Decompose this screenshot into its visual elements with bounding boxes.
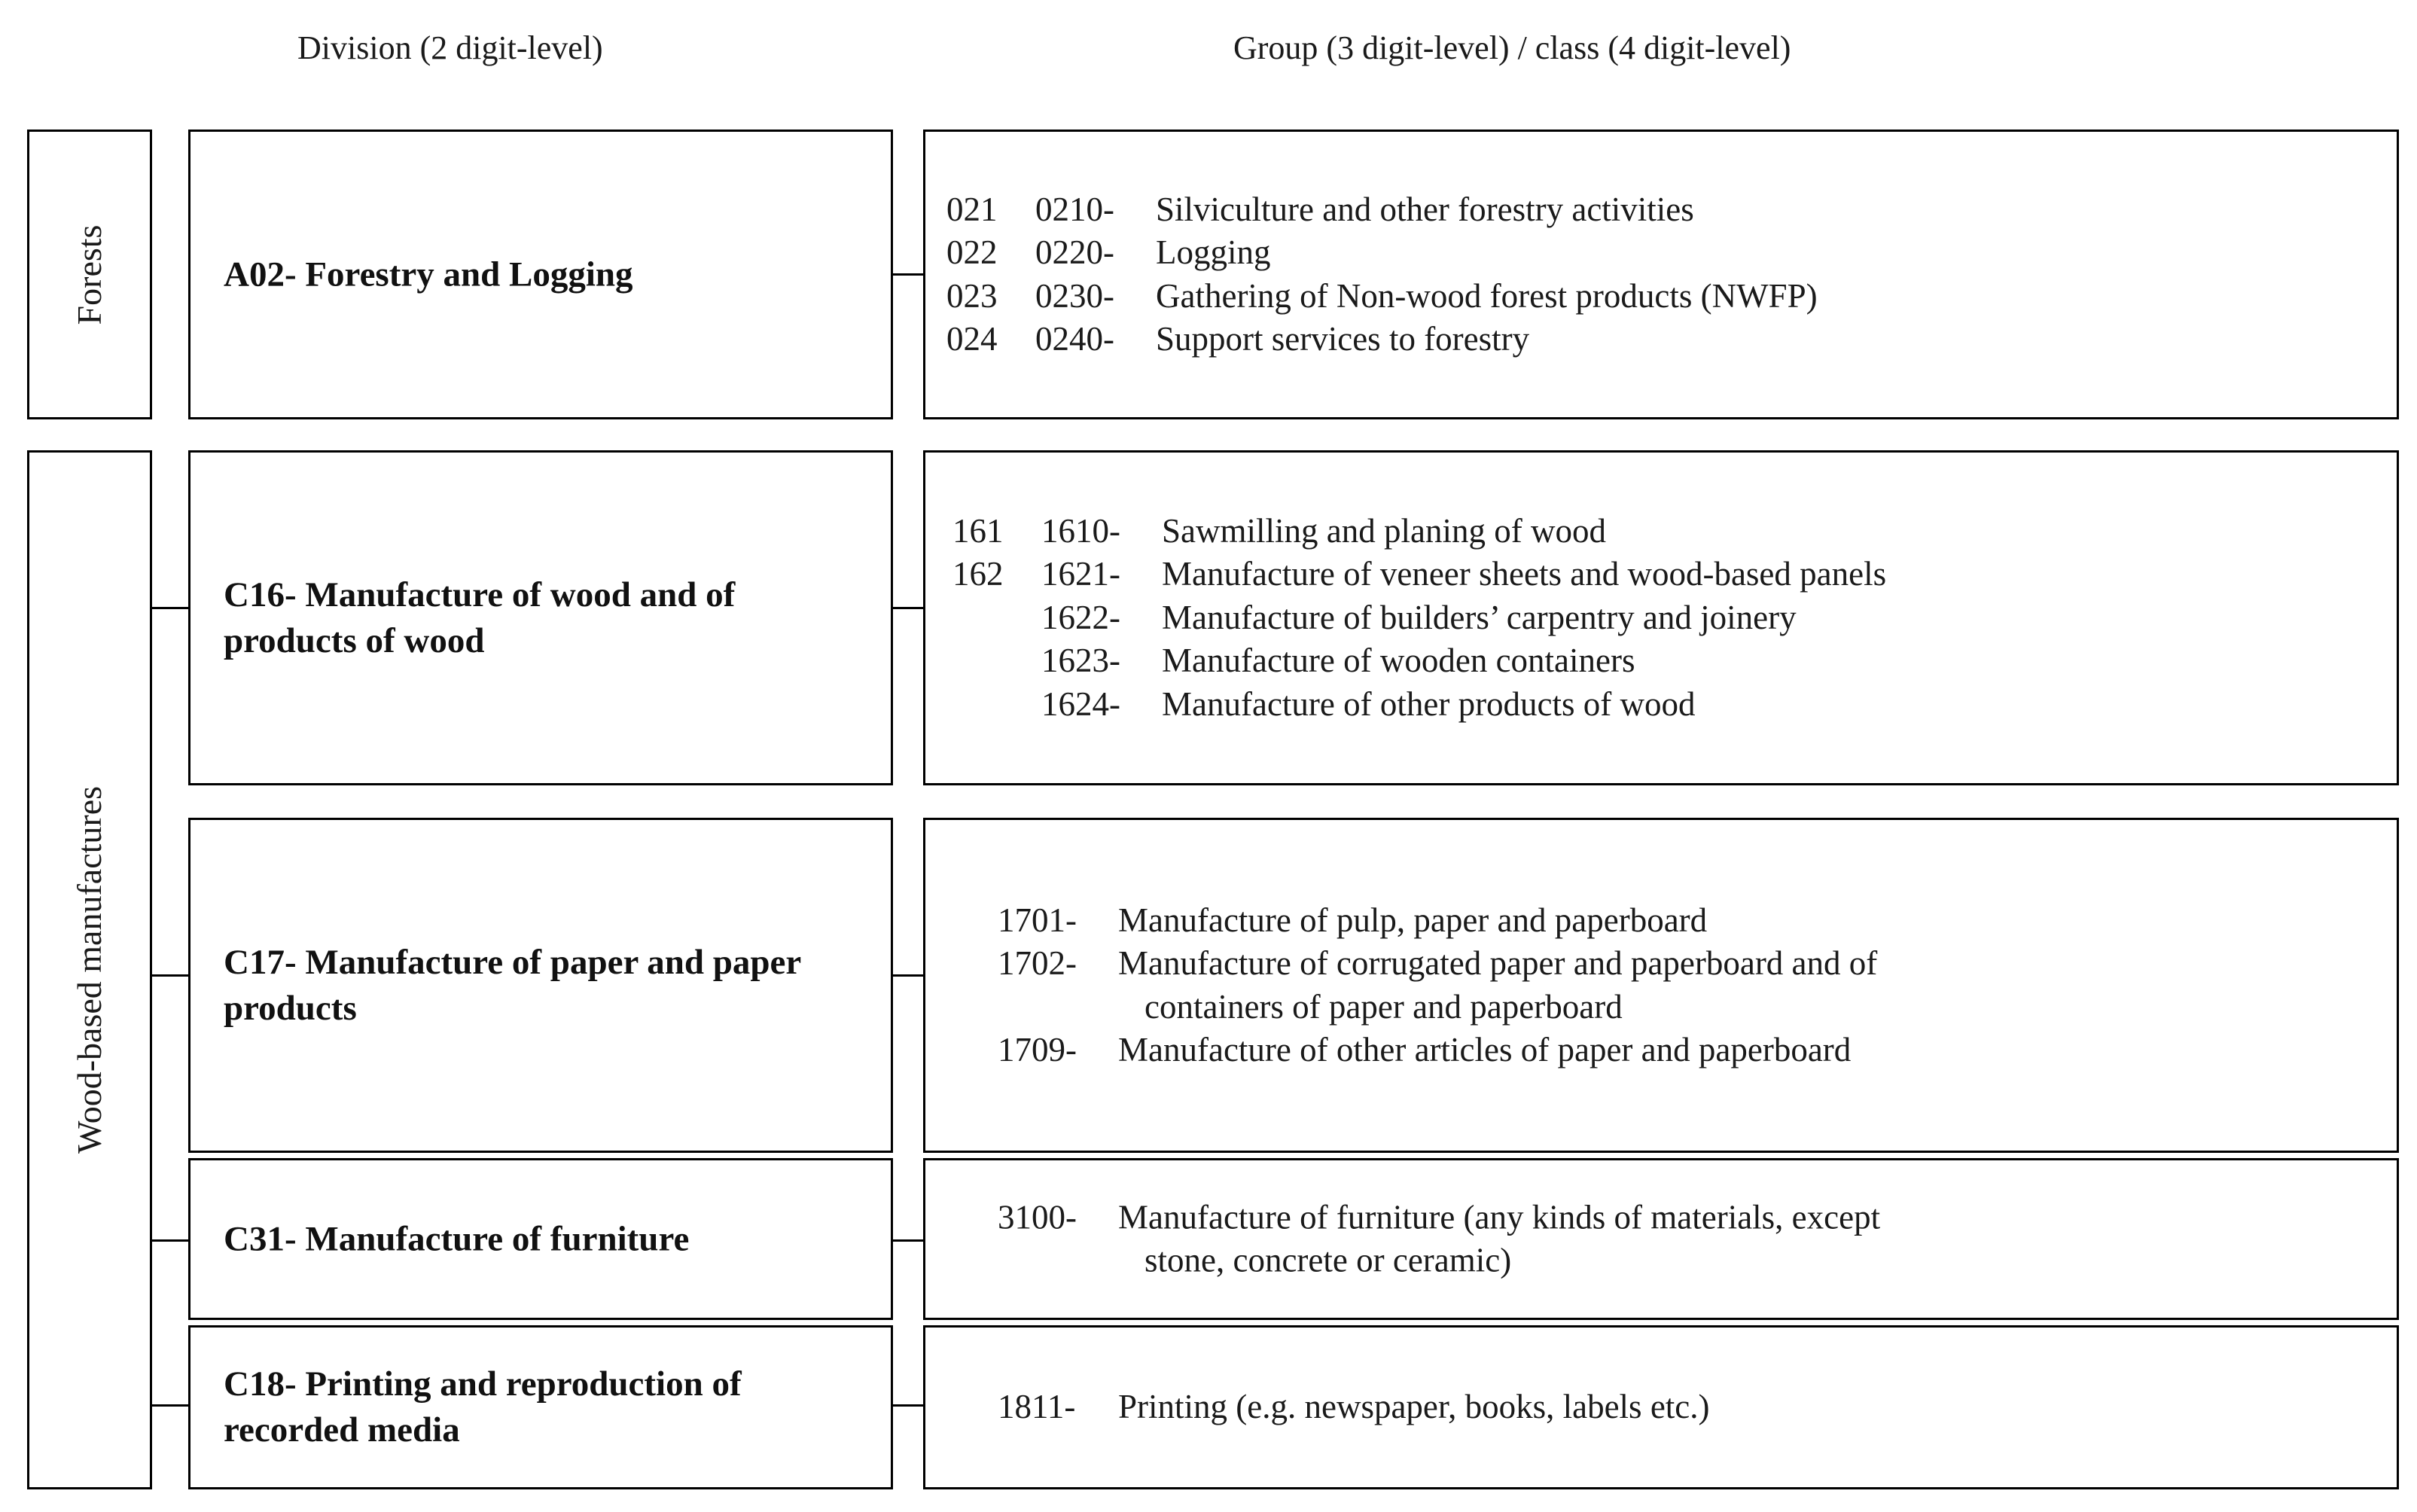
class-description: Manufacture of corrugated paper and pape… bbox=[1118, 943, 1878, 982]
class-code: 0220- bbox=[1035, 233, 1114, 271]
group-code: 021 bbox=[946, 190, 998, 228]
group-entry: 3100- Manufacture of furniture (any kind… bbox=[998, 1196, 2397, 1239]
group-box-c31[interactable]: 3100- Manufacture of furniture (any kind… bbox=[923, 1158, 2399, 1320]
group-box-c18[interactable]: 1811- Printing (e.g. newspaper, books, l… bbox=[923, 1325, 2399, 1489]
connector-sector-to-division-c17 bbox=[152, 974, 190, 977]
group-entry: 1702- Manufacture of corrugated paper an… bbox=[998, 942, 2397, 986]
sector-label-forests: Forests bbox=[70, 224, 108, 325]
class-description: Silviculture and other forestry activiti… bbox=[1156, 190, 1694, 228]
column-header-group: Group (3 digit-level) / class (4 digit-l… bbox=[1233, 29, 1791, 66]
connector-division-to-group-c16 bbox=[893, 607, 925, 609]
group-entry: 162 1621- Manufacture of veneer sheets a… bbox=[952, 553, 2397, 596]
class-description: Manufacture of veneer sheets and wood-ba… bbox=[1162, 555, 1887, 593]
class-code: 1622- bbox=[1041, 598, 1120, 636]
sector-label-wood-based-manufactures: Wood-based manufactures bbox=[70, 785, 108, 1154]
group-entry: 1811- Printing (e.g. newspaper, books, l… bbox=[998, 1385, 2397, 1429]
class-description: Manufacture of other products of wood bbox=[1162, 684, 1696, 723]
group-code: 023 bbox=[946, 276, 998, 315]
group-entry: 1709- Manufacture of other articles of p… bbox=[998, 1029, 2397, 1072]
class-description: Manufacture of furniture (any kinds of m… bbox=[1118, 1197, 1881, 1236]
column-header-division: Division (2 digit-level) bbox=[297, 29, 603, 66]
group-box-c16[interactable]: 161 1610- Sawmilling and planing of wood… bbox=[923, 450, 2399, 785]
sector-box-wood-based-manufactures: Wood-based manufactures bbox=[27, 450, 152, 1489]
group-entry: 024 0240- Support services to forestry bbox=[946, 318, 2397, 361]
group-code: 162 bbox=[952, 555, 1004, 593]
group-entry-list-c18: 1811- Printing (e.g. newspaper, books, l… bbox=[925, 1385, 2397, 1429]
class-code: 1624- bbox=[1041, 684, 1120, 723]
class-description-continued: stone, concrete or ceramic) bbox=[1144, 1241, 1512, 1279]
group-entry-list-c17: 1701- Manufacture of pulp, paper and pap… bbox=[925, 898, 2397, 1072]
group-code: 024 bbox=[946, 320, 998, 358]
division-box-c18[interactable]: C18- Printing and reproduction of record… bbox=[188, 1325, 893, 1489]
division-label-a02: A02- Forestry and Logging bbox=[224, 254, 633, 294]
class-description: Gathering of Non-wood forest products (N… bbox=[1156, 276, 1818, 315]
division-label-c18: C18- Printing and reproduction of record… bbox=[224, 1364, 742, 1450]
class-code: 0240- bbox=[1035, 320, 1114, 358]
group-code: 161 bbox=[952, 511, 1004, 550]
group-entry-list-c16: 161 1610- Sawmilling and planing of wood… bbox=[925, 510, 2397, 727]
sector-box-forests: Forests bbox=[27, 130, 152, 419]
group-box-a02[interactable]: 021 0210- Silviculture and other forestr… bbox=[923, 130, 2399, 419]
group-code: 022 bbox=[946, 233, 998, 271]
class-description: Support services to forestry bbox=[1156, 320, 1530, 358]
group-entry: 1624- Manufacture of other products of w… bbox=[952, 683, 2397, 727]
division-box-c17[interactable]: C17- Manufacture of paper and paper prod… bbox=[188, 818, 893, 1153]
connector-division-to-group-c17 bbox=[893, 974, 925, 977]
group-entry: 1622- Manufacture of builders’ carpentry… bbox=[952, 596, 2397, 640]
class-code: 1811- bbox=[998, 1388, 1076, 1426]
connector-division-to-group-c18 bbox=[893, 1404, 925, 1407]
connector-sector-to-division-c31 bbox=[152, 1239, 190, 1242]
group-entry: 1701- Manufacture of pulp, paper and pap… bbox=[998, 898, 2397, 942]
group-entry-continuation: stone, concrete or ceramic) bbox=[998, 1239, 2397, 1283]
class-code: 1623- bbox=[1041, 642, 1120, 680]
division-box-c16[interactable]: C16- Manufacture of wood and of products… bbox=[188, 450, 893, 785]
class-code: 3100- bbox=[998, 1197, 1077, 1236]
division-label-c16: C16- Manufacture of wood and of products… bbox=[224, 575, 736, 660]
group-entry: 022 0220- Logging bbox=[946, 231, 2397, 275]
group-entry: 021 0210- Silviculture and other forestr… bbox=[946, 187, 2397, 231]
group-entry-list-a02: 021 0210- Silviculture and other forestr… bbox=[925, 187, 2397, 361]
class-code: 1701- bbox=[998, 901, 1077, 939]
division-label-c17: C17- Manufacture of paper and paper prod… bbox=[224, 942, 801, 1028]
class-description: Manufacture of wooden containers bbox=[1162, 642, 1635, 680]
connector-division-to-group-c31 bbox=[893, 1239, 925, 1242]
connector-sector-to-division-c18 bbox=[152, 1404, 190, 1407]
class-description: Sawmilling and planing of wood bbox=[1162, 511, 1606, 550]
class-code: 0210- bbox=[1035, 190, 1114, 228]
class-code: 1709- bbox=[998, 1031, 1077, 1069]
class-description: Manufacture of builders’ carpentry and j… bbox=[1162, 598, 1797, 636]
group-entry: 1623- Manufacture of wooden containers bbox=[952, 639, 2397, 683]
group-entry-list-c31: 3100- Manufacture of furniture (any kind… bbox=[925, 1196, 2397, 1282]
group-entry: 023 0230- Gathering of Non-wood forest p… bbox=[946, 275, 2397, 319]
division-box-c31[interactable]: C31- Manufacture of furniture bbox=[188, 1158, 893, 1320]
connector-sector-to-division-c16 bbox=[152, 607, 190, 609]
group-entry-continuation: containers of paper and paperboard bbox=[998, 986, 2397, 1029]
class-code: 1621- bbox=[1041, 555, 1120, 593]
division-box-a02[interactable]: A02- Forestry and Logging bbox=[188, 130, 893, 419]
class-code: 1702- bbox=[998, 943, 1077, 982]
class-description: Logging bbox=[1156, 233, 1271, 271]
class-description: Printing (e.g. newspaper, books, labels … bbox=[1118, 1388, 1710, 1426]
group-box-c17[interactable]: 1701- Manufacture of pulp, paper and pap… bbox=[923, 818, 2399, 1153]
group-entry: 161 1610- Sawmilling and planing of wood bbox=[952, 510, 2397, 553]
connector-division-to-group-a02 bbox=[893, 273, 925, 276]
class-description: Manufacture of pulp, paper and paperboar… bbox=[1118, 901, 1708, 939]
class-description: Manufacture of other articles of paper a… bbox=[1118, 1031, 1852, 1069]
division-label-c31: C31- Manufacture of furniture bbox=[224, 1218, 690, 1258]
class-code: 1610- bbox=[1041, 511, 1120, 550]
class-description-continued: containers of paper and paperboard bbox=[1144, 987, 1623, 1026]
class-code: 0230- bbox=[1035, 276, 1114, 315]
